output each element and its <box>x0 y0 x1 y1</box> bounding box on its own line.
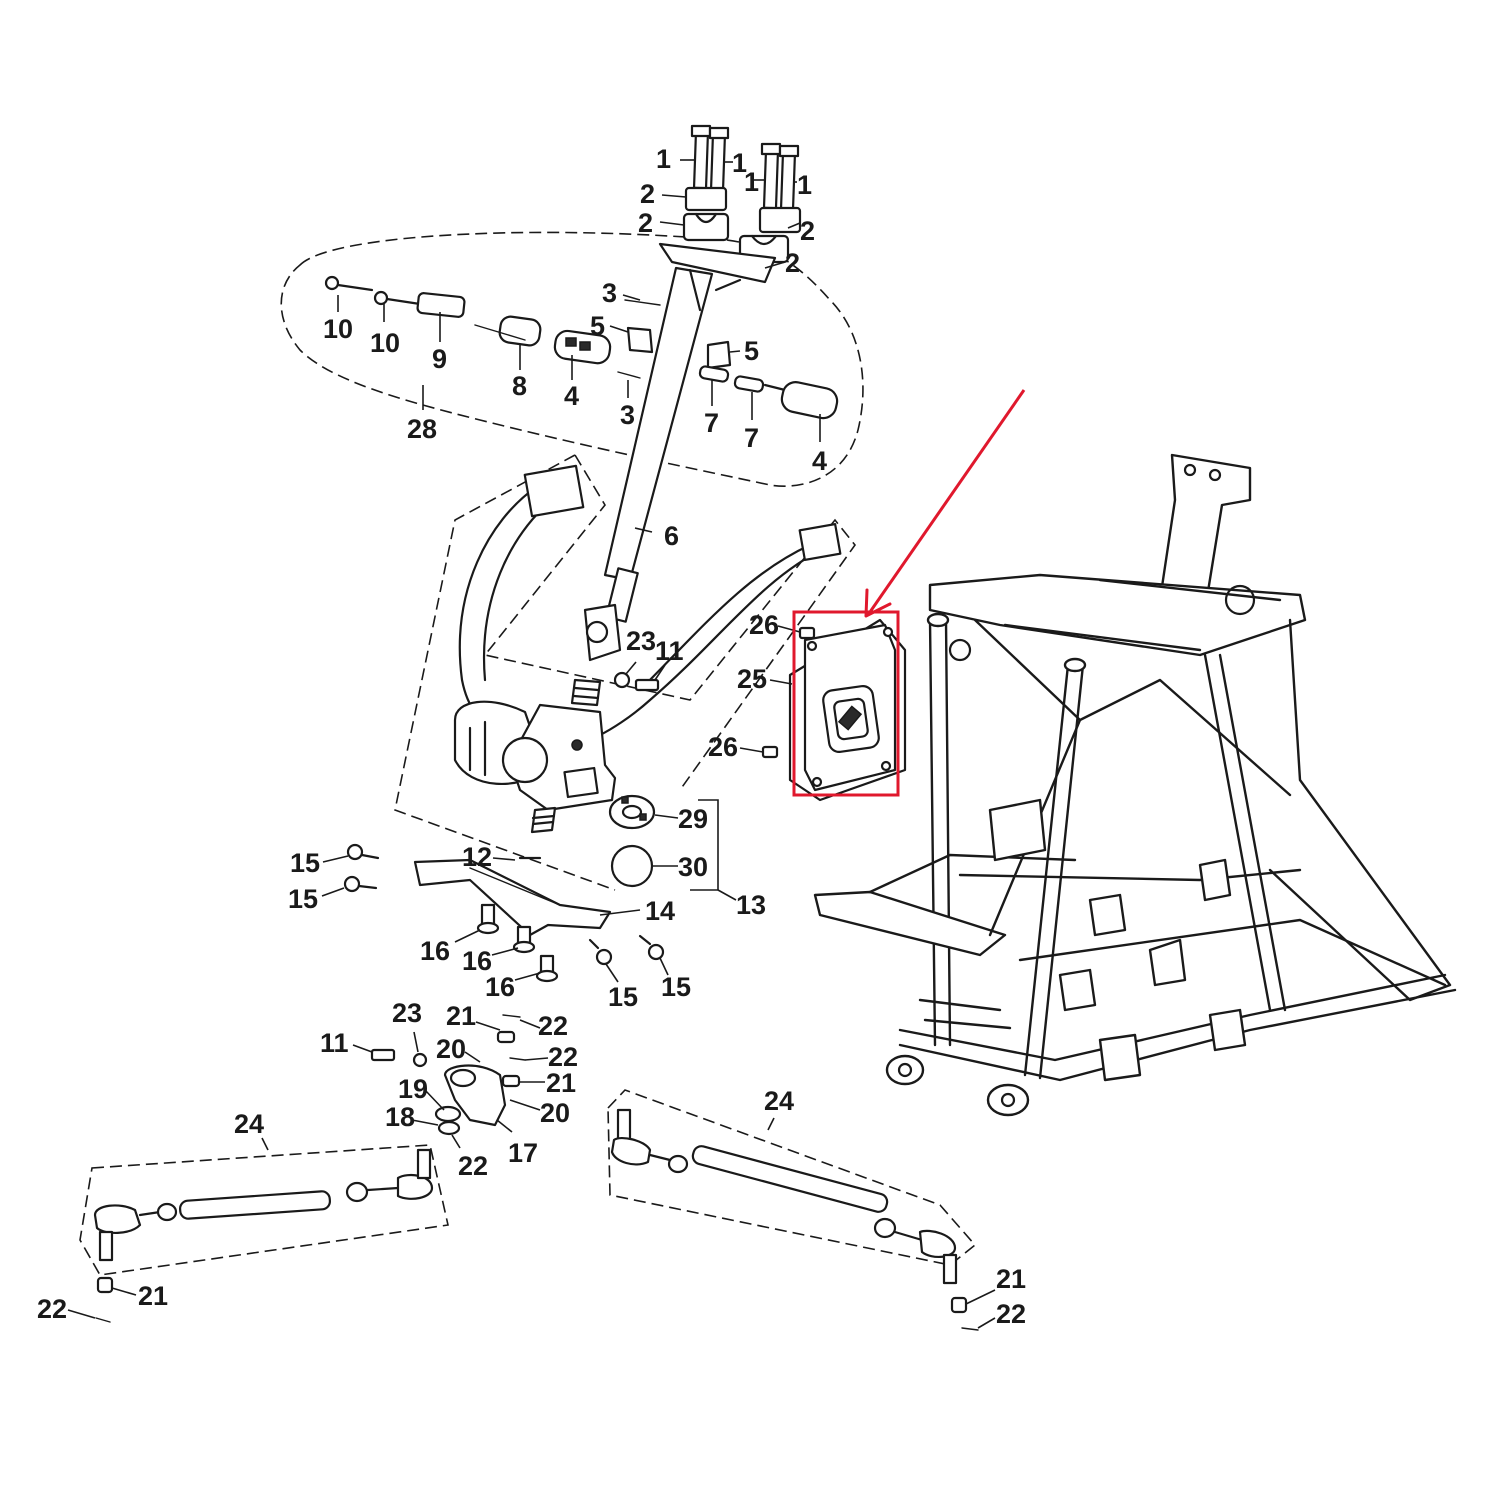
callout-26: 26 <box>749 610 779 640</box>
callout-1: 1 <box>656 144 671 174</box>
highlight-arrow-shaft <box>868 389 1026 613</box>
callout-28: 28 <box>407 414 437 444</box>
group-28-parts <box>324 275 839 420</box>
callout-20: 20 <box>436 1034 466 1064</box>
group-13-outline <box>394 454 857 891</box>
callout-2: 2 <box>640 179 655 209</box>
callout-18: 18 <box>385 1102 415 1132</box>
callout-22: 22 <box>538 1011 568 1041</box>
callout-16: 16 <box>420 936 450 966</box>
callout-9: 9 <box>432 344 447 374</box>
power-steering-unit <box>453 464 842 834</box>
callout-15: 15 <box>290 848 320 878</box>
callout-22: 22 <box>458 1151 488 1181</box>
tie-rod-right <box>610 1108 979 1331</box>
callout-16: 16 <box>485 972 515 1002</box>
callout-24: 24 <box>764 1086 794 1116</box>
coupler-29 <box>608 794 656 830</box>
callout-8: 8 <box>512 371 527 401</box>
highlight-arrow-head <box>864 588 892 618</box>
callout-15: 15 <box>288 884 318 914</box>
bolt-11-upper <box>613 671 660 692</box>
vehicle-frame <box>813 453 1457 1117</box>
callout-21: 21 <box>446 1001 476 1031</box>
callout-6: 6 <box>664 521 679 551</box>
callout-12: 12 <box>462 842 492 872</box>
callout-10: 10 <box>370 328 400 358</box>
callout-10: 10 <box>323 314 353 344</box>
callout-15: 15 <box>661 972 691 1002</box>
callout-26: 26 <box>708 732 738 762</box>
callout-22: 22 <box>548 1042 578 1072</box>
group-28-outline <box>280 231 864 487</box>
highlight-box <box>792 610 900 797</box>
callout-3: 3 <box>620 400 635 430</box>
callout-30: 30 <box>678 852 708 882</box>
callout-21: 21 <box>138 1281 168 1311</box>
callout-23: 23 <box>626 626 656 656</box>
steering-column <box>570 266 742 707</box>
callout-4: 4 <box>564 381 579 411</box>
callout-17: 17 <box>508 1138 538 1168</box>
callout-3: 3 <box>602 278 617 308</box>
callout-22: 22 <box>37 1294 67 1324</box>
callout-7: 7 <box>704 408 719 438</box>
callout-24: 24 <box>234 1109 264 1139</box>
leader-lines <box>67 159 996 1329</box>
callout-1: 1 <box>797 170 812 200</box>
callout-11: 11 <box>655 636 684 666</box>
callout-2: 2 <box>785 248 800 278</box>
callout-21: 21 <box>996 1264 1026 1294</box>
handlebar-clamps <box>658 186 802 284</box>
handlebar-clamp-bolts <box>690 124 800 212</box>
callout-13: 13 <box>736 890 766 920</box>
callout-7: 7 <box>744 423 759 453</box>
callout-5: 5 <box>744 336 759 366</box>
group-24-right-outline <box>607 1089 977 1266</box>
callout-1: 1 <box>744 167 759 197</box>
pitman-arm <box>370 1014 526 1136</box>
mount-bracket <box>413 856 612 983</box>
callout-19: 19 <box>398 1074 428 1104</box>
callout-2: 2 <box>638 208 653 238</box>
callout-labels: 1 1 1 1 2 2 2 2 3 3 4 4 5 5 6 7 7 8 9 10… <box>37 144 1026 1329</box>
tie-rod-left <box>93 1148 434 1323</box>
callout-25: 25 <box>737 664 767 694</box>
callout-16: 16 <box>462 946 492 976</box>
callout-5: 5 <box>590 311 605 341</box>
group-24-left-outline <box>79 1144 449 1276</box>
callout-22: 22 <box>996 1299 1026 1329</box>
callout-29: 29 <box>678 804 708 834</box>
callout-4: 4 <box>812 446 827 476</box>
ecu-module <box>761 618 907 802</box>
bolts-15 <box>343 843 665 966</box>
callout-15: 15 <box>608 982 638 1012</box>
callout-23: 23 <box>392 998 422 1028</box>
ball-30 <box>610 844 654 888</box>
callout-2: 2 <box>800 216 815 246</box>
highlight-annotation <box>792 389 1026 797</box>
callout-14: 14 <box>645 896 675 926</box>
callout-20: 20 <box>540 1098 570 1128</box>
callout-21: 21 <box>546 1068 576 1098</box>
callout-11: 11 <box>320 1028 349 1058</box>
callout-1: 1 <box>732 148 747 178</box>
